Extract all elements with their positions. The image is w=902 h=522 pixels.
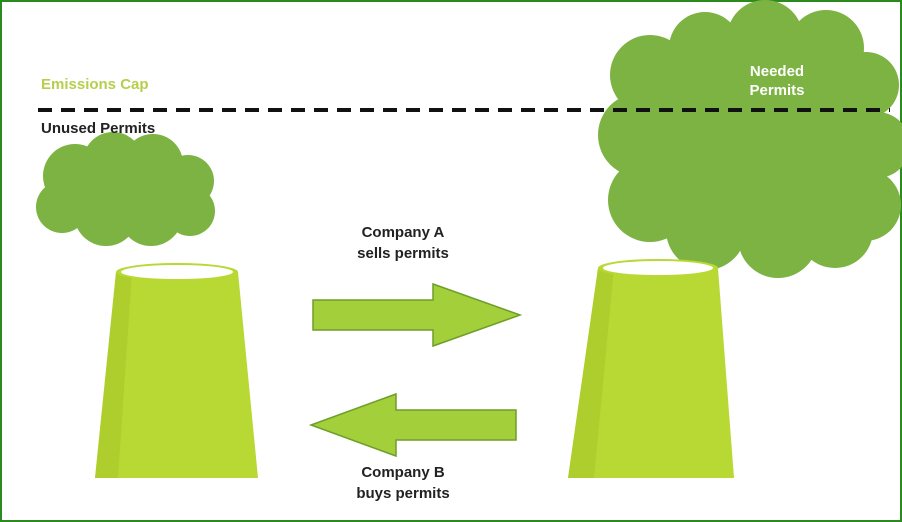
company-b-line2: buys permits — [356, 485, 450, 502]
left-emission-cloud — [36, 132, 215, 246]
needed-permits-line1: Needed — [749, 63, 805, 80]
company-a-line2: sells permits — [357, 245, 449, 262]
emissions-cap-label: Emissions Cap — [41, 76, 149, 93]
needed-permits-label: Needed Permits — [722, 62, 832, 100]
company-a-label: Company A sells permits — [318, 222, 488, 264]
company-b-label: Company B buys permits — [318, 462, 488, 504]
left-smokestack — [95, 263, 258, 478]
company-b-line1: Company B — [361, 464, 445, 481]
sell-arrow — [312, 282, 523, 348]
unused-permits-label: Unused Permits — [41, 120, 156, 137]
right-emission-cloud — [598, 0, 902, 278]
needed-permits-line2: Permits — [749, 82, 805, 99]
company-a-line1: Company A — [361, 224, 445, 241]
right-smokestack — [568, 259, 734, 478]
buy-arrow — [308, 392, 517, 458]
